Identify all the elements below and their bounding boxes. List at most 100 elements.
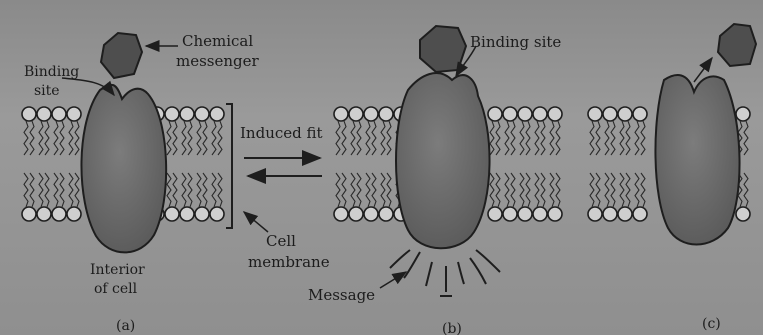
- lipid-tail: [387, 121, 391, 155]
- lipid-tail: [45, 173, 49, 207]
- panel-b: [380, 26, 500, 296]
- lipid-tail: [39, 173, 43, 207]
- lipid-tail: [372, 173, 376, 207]
- lipid-tail: [188, 173, 192, 207]
- lipid-tail: [39, 121, 43, 155]
- lipid-tail: [357, 121, 361, 155]
- lipid-tail: [511, 173, 515, 207]
- lipid-bilayer-segment: [22, 107, 81, 221]
- lipid-head: [503, 107, 517, 121]
- message-signal-lines: [390, 250, 500, 296]
- label-induced-fit: Induced fit: [240, 124, 323, 142]
- lipid-tail: [69, 121, 73, 155]
- lipid-tail: [24, 173, 28, 207]
- lipid-tail: [212, 173, 216, 207]
- lipid-tail: [167, 121, 171, 155]
- lipid-tail: [526, 121, 530, 155]
- lipid-tail: [173, 173, 177, 207]
- lipid-head: [633, 107, 647, 121]
- lipid-tail: [590, 173, 594, 207]
- lipid-head: [618, 207, 632, 221]
- lipid-head: [37, 107, 51, 121]
- lipid-head: [503, 207, 517, 221]
- lipid-head: [349, 207, 363, 221]
- panel-label-a: (a): [116, 318, 135, 334]
- lipid-head: [603, 107, 617, 121]
- receptor-a: [81, 85, 166, 253]
- lipid-tail: [641, 173, 645, 207]
- lipid-tail: [197, 173, 201, 207]
- lipid-head: [618, 107, 632, 121]
- lipid-tail: [387, 173, 391, 207]
- lipid-tail: [336, 173, 340, 207]
- lipid-head: [736, 107, 750, 121]
- lipid-tail: [490, 121, 494, 155]
- lipid-tail: [511, 121, 515, 155]
- lipid-tail: [30, 121, 34, 155]
- lipid-head: [210, 107, 224, 121]
- label-message: Message: [308, 286, 375, 304]
- lipid-tail: [620, 121, 624, 155]
- lipid-head: [364, 207, 378, 221]
- lipid-head: [533, 107, 547, 121]
- lipid-tail: [188, 121, 192, 155]
- lipid-tail: [496, 173, 500, 207]
- lipid-head: [633, 207, 647, 221]
- receptor-c: [655, 75, 739, 244]
- lipid-tail: [505, 173, 509, 207]
- lipid-tail: [203, 121, 207, 155]
- lipid-head: [736, 207, 750, 221]
- lipid-tail: [54, 173, 58, 207]
- lipid-tail: [357, 173, 361, 207]
- lipid-head: [379, 207, 393, 221]
- lipid-head: [22, 207, 36, 221]
- lipid-head: [195, 207, 209, 221]
- chemical-messenger-c: [718, 24, 756, 66]
- lipid-tail: [336, 121, 340, 155]
- lipid-tail: [626, 121, 630, 155]
- lipid-tail: [75, 173, 79, 207]
- lipid-tail: [605, 173, 609, 207]
- lipid-tail: [744, 173, 748, 207]
- lipid-head: [548, 207, 562, 221]
- lipid-tail: [24, 121, 28, 155]
- lipid-head: [603, 207, 617, 221]
- lipid-bilayer-segment: [588, 107, 647, 221]
- lipid-tail: [173, 121, 177, 155]
- lipid-tail: [635, 173, 639, 207]
- lipid-head: [210, 207, 224, 221]
- message-pointer: [380, 272, 406, 288]
- lipid-tail: [541, 173, 545, 207]
- lipid-head: [548, 107, 562, 121]
- lipid-head: [349, 107, 363, 121]
- lipid-head: [364, 107, 378, 121]
- lipid-tail: [381, 121, 385, 155]
- lipid-tail: [556, 173, 560, 207]
- label-binding-b: Binding site: [470, 33, 561, 51]
- lipid-head: [67, 207, 81, 221]
- lipid-head: [518, 107, 532, 121]
- lipid-tail: [366, 121, 370, 155]
- lipid-tail: [218, 173, 222, 207]
- lipid-head: [52, 207, 66, 221]
- lipid-tail: [69, 173, 73, 207]
- lipid-tail: [342, 173, 346, 207]
- lipid-tail: [342, 121, 346, 155]
- lipid-tail: [641, 121, 645, 155]
- lipid-tail: [490, 173, 494, 207]
- lipid-tail: [605, 121, 609, 155]
- induced-fit-arrows: [244, 158, 322, 176]
- lipid-tail: [520, 121, 524, 155]
- lipid-head: [52, 107, 66, 121]
- label-cell-line2: membrane: [248, 253, 330, 271]
- lipid-head: [588, 107, 602, 121]
- label-cell-line1: Cell: [266, 232, 296, 250]
- lipid-head: [67, 107, 81, 121]
- lipid-head: [533, 207, 547, 221]
- lipid-tail: [590, 121, 594, 155]
- lipid-tail: [45, 121, 49, 155]
- lipid-tail: [550, 173, 554, 207]
- lipid-tail: [520, 173, 524, 207]
